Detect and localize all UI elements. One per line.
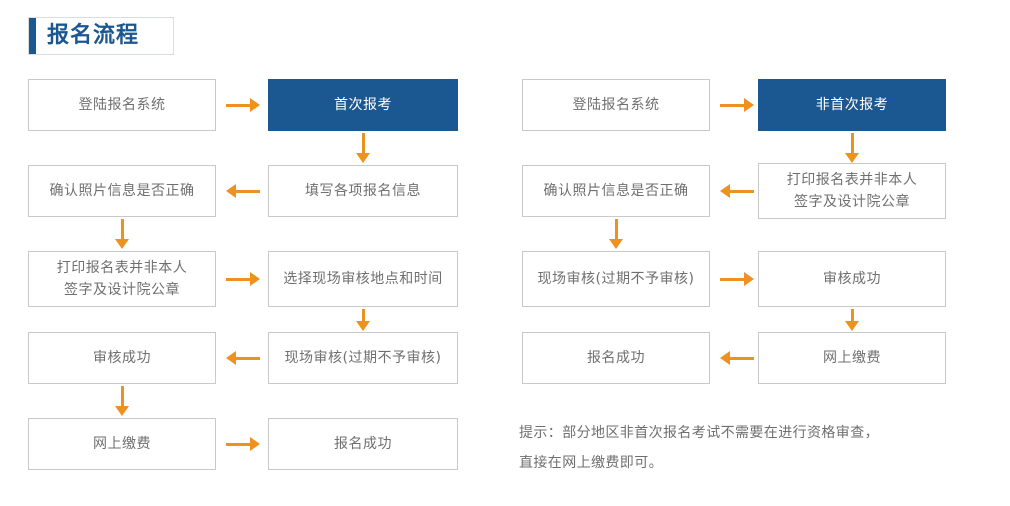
page-title: 报名流程 bbox=[28, 17, 174, 55]
node-onsite-review-first[interactable]: 现场审核(过期不予审核) bbox=[268, 332, 458, 384]
node-confirm-photo-repeat[interactable]: 确认照片信息是否正确 bbox=[522, 165, 710, 217]
page-title-label: 报名流程 bbox=[47, 23, 140, 48]
arrow-right-r-r1 bbox=[720, 98, 754, 112]
node-registration-success-repeat[interactable]: 报名成功 bbox=[522, 332, 710, 384]
node-onsite-review-repeat[interactable]: 现场审核(过期不予审核) bbox=[522, 251, 710, 307]
node-review-success-first[interactable]: 审核成功 bbox=[28, 332, 216, 384]
node-review-success-repeat[interactable]: 审核成功 bbox=[758, 251, 946, 307]
node-repeat-exam[interactable]: 非首次报考 bbox=[758, 79, 946, 131]
node-online-payment-repeat[interactable]: 网上缴费 bbox=[758, 332, 946, 384]
arrow-right-l-r1 bbox=[226, 98, 260, 112]
arrow-down-l-c1-r4 bbox=[115, 386, 129, 416]
arrow-left-l-r2 bbox=[226, 184, 260, 198]
arrow-left-r-r2 bbox=[720, 184, 754, 198]
arrow-right-l-r5 bbox=[226, 437, 260, 451]
node-select-review-place-time[interactable]: 选择现场审核地点和时间 bbox=[268, 251, 458, 307]
footnote-text: 提示：部分地区非首次报名考试不需要在进行资格审查， 直接在网上缴费即可。 bbox=[519, 425, 879, 471]
arrow-down-l-c2-r3 bbox=[356, 309, 370, 331]
arrow-right-r-r3 bbox=[720, 272, 754, 286]
node-confirm-photo-first[interactable]: 确认照片信息是否正确 bbox=[28, 165, 216, 217]
node-first-time-exam[interactable]: 首次报考 bbox=[268, 79, 458, 131]
node-login-system-repeat[interactable]: 登陆报名系统 bbox=[522, 79, 710, 131]
arrow-down-l-c2-r1 bbox=[356, 133, 370, 163]
arrow-down-l-c1-r2 bbox=[115, 219, 129, 249]
node-registration-success-first[interactable]: 报名成功 bbox=[268, 418, 458, 470]
arrow-down-r-c2-r1 bbox=[845, 133, 859, 163]
node-login-system-first[interactable]: 登陆报名系统 bbox=[28, 79, 216, 131]
arrow-left-l-r4 bbox=[226, 351, 260, 365]
node-print-form-repeat[interactable]: 打印报名表并非本人 签字及设计院公章 bbox=[758, 163, 946, 219]
title-accent-bar bbox=[29, 18, 36, 54]
arrow-down-r-c2-r3 bbox=[845, 309, 859, 331]
node-fill-registration-info[interactable]: 填写各项报名信息 bbox=[268, 165, 458, 217]
node-online-payment-first[interactable]: 网上缴费 bbox=[28, 418, 216, 470]
arrow-left-r-r4 bbox=[720, 351, 754, 365]
arrow-right-l-r3 bbox=[226, 272, 260, 286]
arrow-down-r-c1-r2 bbox=[609, 219, 623, 249]
node-print-form-first[interactable]: 打印报名表并非本人 签字及设计院公章 bbox=[28, 251, 216, 307]
